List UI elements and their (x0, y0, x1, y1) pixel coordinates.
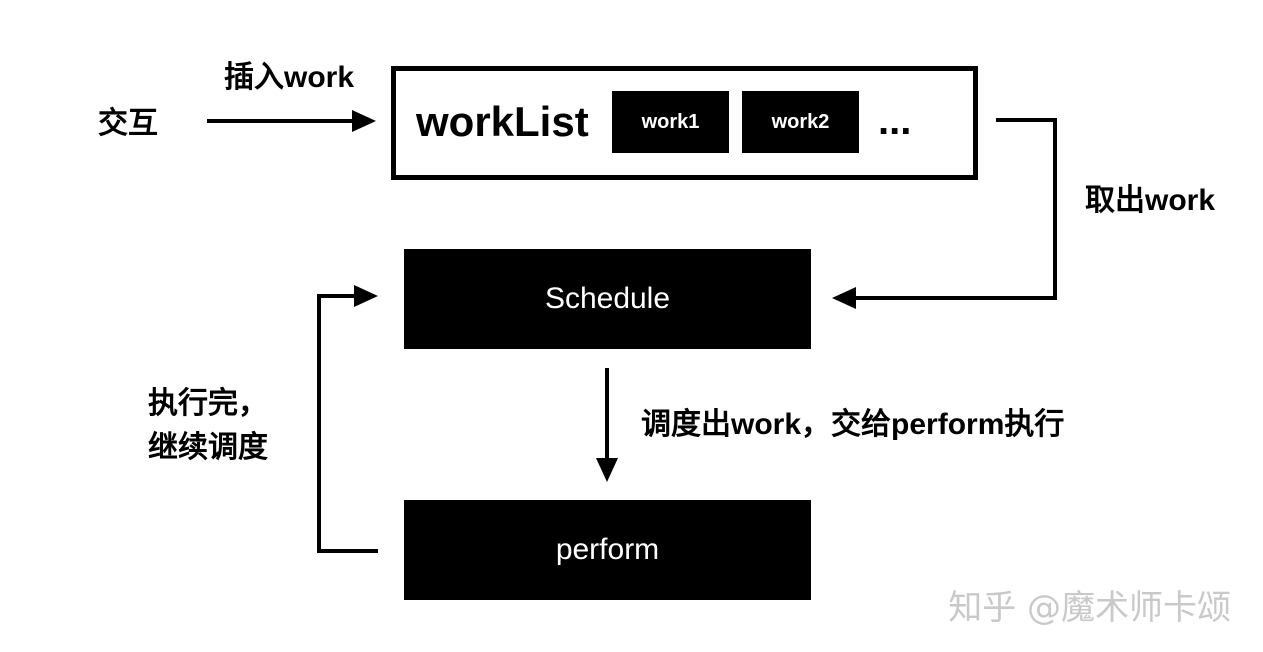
interaction-label: 交互 (98, 107, 158, 140)
worklist-title: workList (416, 98, 589, 145)
schedule-box: Schedule (404, 249, 811, 349)
dispatch-label: 调度出work，交给perform执行 (641, 408, 1065, 441)
loop-label-line2: 继续调度 (148, 431, 268, 464)
work-item-2: work2 (742, 91, 859, 153)
perform-box: perform (404, 500, 811, 600)
arrow-worklist-to-schedule (856, 118, 1057, 300)
arrow-perform-to-schedule-loop (317, 294, 378, 553)
work-item-1: work1 (612, 91, 729, 153)
take-out-work-label: 取出work (1085, 184, 1216, 217)
insert-work-label: 插入work (224, 61, 355, 94)
loop-label-line1: 执行完， (148, 387, 268, 420)
worklist-ellipsis: ... (878, 99, 912, 143)
watermark: 知乎 @魔术师卡颂 (948, 588, 1231, 628)
